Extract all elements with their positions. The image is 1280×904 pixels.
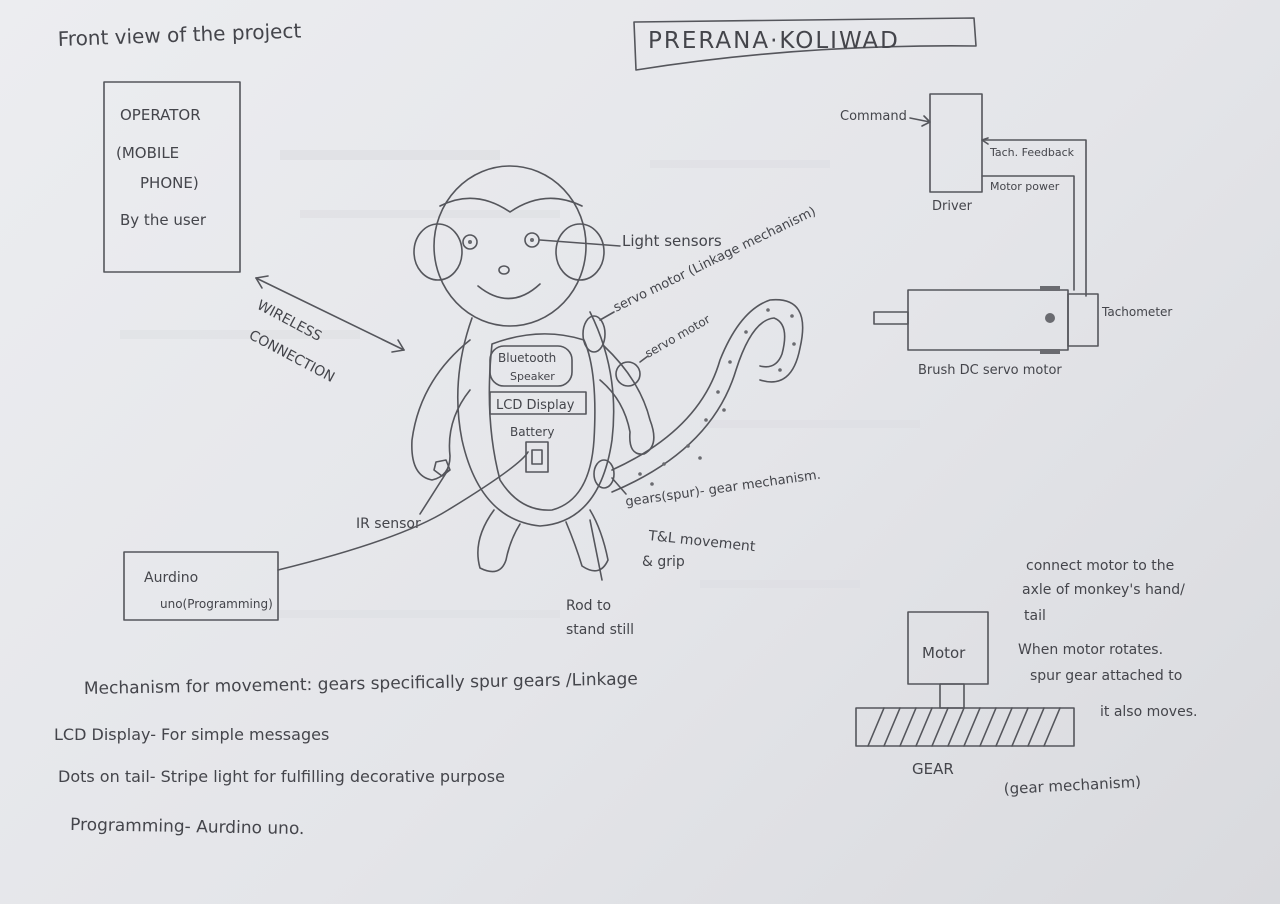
gear-note-line1: connect motor to the: [1026, 558, 1174, 574]
servo-motor-label: servo motor: [643, 312, 713, 361]
driver-label: Driver: [932, 199, 973, 214]
operator-box: [103, 81, 241, 273]
gear-rack: [855, 707, 1075, 747]
command-label: Command: [840, 109, 907, 124]
tachometer-label: Tachometer: [1101, 305, 1172, 319]
operator-line2: (MOBILE: [116, 144, 179, 162]
lcd-display-box: [489, 391, 587, 415]
motor-power-label: Motor power: [990, 180, 1060, 193]
bleed-through: [120, 150, 920, 618]
feedback-wires: [981, 137, 1087, 297]
ir-sensor-label: IR sensor: [356, 516, 421, 532]
motor-shaft: [939, 683, 965, 709]
monkey-drawing: [411, 165, 804, 581]
command-arrow: [909, 115, 931, 127]
servo-motor-pointer: [639, 355, 649, 363]
page-title: Front view of the project: [57, 19, 301, 51]
wireless-arrow: [255, 275, 405, 353]
ir-sensor-pointer: [419, 469, 449, 515]
arduino-line2: uno(Programming): [160, 597, 273, 611]
tach-feedback-label: Tach. Feedback: [989, 146, 1075, 159]
servo-linkage-pointer: [599, 311, 615, 321]
gear-hatching: [867, 707, 1061, 747]
gear-note-line2: axle of monkey's hand/: [1022, 582, 1185, 598]
arduino-connection-line: [277, 451, 529, 571]
operator-line4: By the user: [120, 211, 207, 229]
servo-linkage-label: servo motor (Linkage mechanism): [611, 204, 818, 315]
brush-dc-servo-motor: [873, 286, 1099, 354]
gears-line2: T&L movement: [647, 528, 757, 555]
note-line3: Dots on tail- Stripe light for fulfillin…: [58, 767, 505, 786]
operator-line3: PHONE): [140, 174, 199, 192]
left-eye-light-sensor: [462, 234, 478, 250]
arduino-box: [123, 551, 279, 621]
note-line2: LCD Display- For simple messages: [54, 725, 329, 744]
motor-box-label: Motor: [922, 644, 966, 662]
gear-note-line7: (gear mechanism): [1003, 773, 1141, 798]
light-sensors-label: Light sensors: [622, 232, 722, 250]
driver-box: [929, 93, 983, 193]
operator-line1: OPERATOR: [120, 106, 201, 124]
bluetooth-line2: Speaker: [510, 370, 555, 383]
right-eye-light-sensor: [524, 232, 540, 248]
arduino-line1: Aurdino: [144, 570, 198, 586]
gear-label: GEAR: [912, 760, 954, 778]
light-sensor-pointer: [539, 239, 621, 247]
gear-note-line6: it also moves.: [1100, 704, 1197, 720]
gear-note-line3: tail: [1024, 608, 1046, 624]
note-line1: Mechanism for movement: gears specifical…: [84, 669, 638, 699]
gears-line3: & grip: [642, 554, 685, 570]
author-name: PRERANA·KOLIWAD: [648, 28, 900, 54]
tail-dots: [638, 308, 796, 486]
gears-line1: gears(spur)- gear mechanism.: [624, 468, 821, 510]
bluetooth-line1: Bluetooth: [498, 351, 556, 365]
rod-line1: Rod to: [566, 598, 611, 614]
bluetooth-speaker-box: [489, 345, 573, 387]
gears-pointer: [611, 477, 627, 495]
gear-note-line5: spur gear attached to: [1030, 668, 1182, 684]
author-box: [633, 17, 977, 71]
lcd-label: LCD Display: [496, 398, 575, 413]
note-line4: Programming- Aurdino uno.: [70, 815, 305, 839]
battery-label: Battery: [510, 425, 554, 439]
rod-line2: stand still: [566, 622, 634, 638]
gear-note-line4: When motor rotates.: [1018, 642, 1163, 658]
motor-caption: Brush DC servo motor: [918, 363, 1062, 378]
